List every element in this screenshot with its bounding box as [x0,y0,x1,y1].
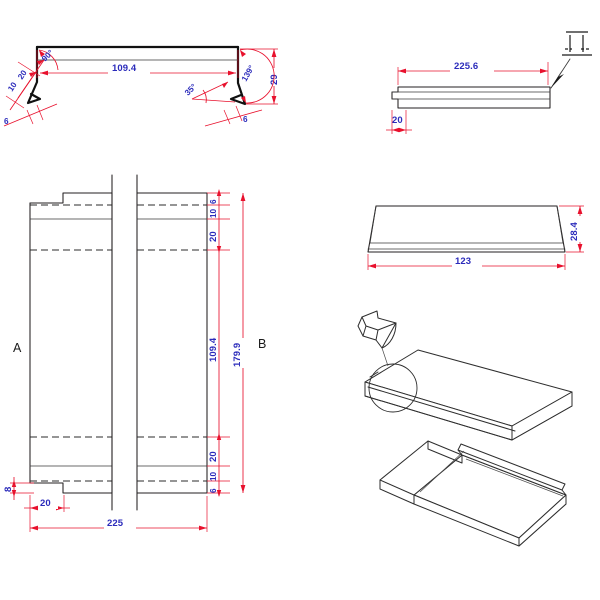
detail-fragment-edge-2 [375,329,379,341]
angle-90-left: 90° [38,48,59,71]
dim-6-left: 6 [3,103,58,127]
front-profile-right-bevel [556,205,564,244]
dim-225: 225 [29,496,208,532]
detail-fragment-edge-1 [362,325,367,337]
front-profile-left-bevel [369,205,377,244]
dim-225-6: 225.6 [397,60,549,85]
dim-20-edge: 20 [386,110,412,134]
dim-label-28-4: 28.4 [569,221,580,241]
dim-109-4: 109.4 [36,50,239,78]
dim-label-179-9: 179.9 [232,343,243,367]
front-profile-view: 28.4 123 [367,205,586,270]
detail-fragment-fold-line [361,316,397,331]
tray-right-wall [518,494,567,547]
dim-label-top-6: 6 [209,199,218,204]
dim-chain-top-right: 6 10 20 [207,189,230,253]
view-label-a: A [13,341,22,355]
angle-35-right: 35° [183,81,236,104]
dim-28-4: 28.4 [559,205,586,253]
edge-profile-outline [391,86,551,109]
dim-label-109-4: 109.4 [112,63,137,74]
flat-left-outline-bottom [29,202,113,494]
dim-label-225: 225 [107,518,124,529]
iso-blank-bottom-edge [364,395,573,441]
dim-109-4-vertical: 109.4 [208,252,220,435]
dim-chain-bottom-right: 20 10 6 [207,433,230,497]
dim-label-20-step: 20 [40,498,51,509]
dim-label-angle-139: 139° [240,64,256,83]
iso-blank-corner-line [369,371,379,378]
dim-20-step: 20 [24,495,70,512]
dim-label-20-edge: 20 [392,115,403,126]
tray-inner-fold-1 [419,450,465,493]
flat-right-outline [136,192,208,494]
edge-profile-view: 225.6 20 [386,31,592,134]
tray-left-rim-line [427,440,463,464]
dim-label-angle-35: 35° [183,82,198,97]
tray-inner-fold-2 [465,458,564,497]
dim-123: 123 [367,254,566,270]
detail-circle-callout [368,363,418,413]
tray-back-rim [457,443,566,491]
isometric-view-formed-tray [379,440,567,547]
dim-label-109-4-vertical: 109.4 [208,337,219,362]
dim-label-6-left: 6 [4,117,9,126]
dim-label-123: 123 [455,256,471,267]
dim-8: 8 [3,477,34,500]
dim-label-20-left: 20 [16,68,29,81]
iso-blank-lip-line [367,386,516,432]
dim-label-top-10: 10 [209,208,218,218]
dim-label-29: 29 [269,74,280,85]
symmetry-symbol [550,31,592,89]
detail-fragment-arc [381,322,397,349]
dim-label-225-6: 225.6 [454,61,478,72]
dim-label-bottom-20: 20 [208,451,219,462]
dim-label-bottom-6: 6 [209,488,218,493]
cross-section-profile-view: 109.4 29 90° [3,45,280,127]
dim-10-20-left: 10 20 [5,59,45,111]
dim-179-9: 179.9 [232,193,249,493]
view-label-b: B [258,337,266,351]
dim-label-top-20: 20 [208,231,219,242]
dim-label-10-left: 10 [6,80,19,93]
dim-label-8: 8 [3,487,14,492]
front-profile-outline [367,205,566,253]
flat-pattern-development-view: A B 6 10 20 [3,174,266,532]
flat-left-outline-top [29,192,113,494]
dim-label-bottom-10: 10 [209,471,218,481]
isometric-view-flat-blank [357,310,573,441]
dim-6-right: 6 [204,105,263,127]
dim-label-6-right: 6 [243,115,248,124]
